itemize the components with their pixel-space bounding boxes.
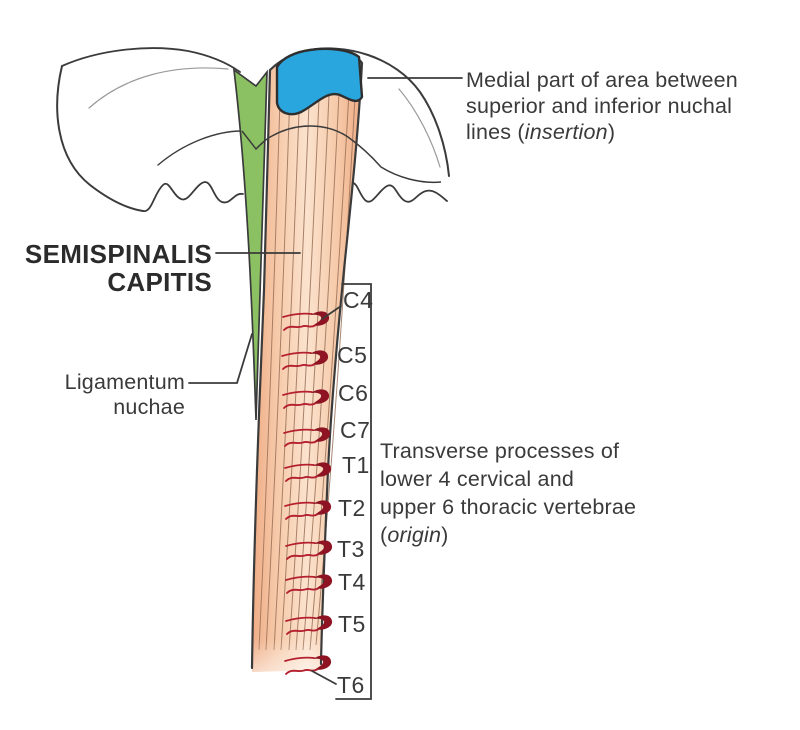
muscle-body-fill	[252, 49, 362, 672]
muscle-striations	[258, 50, 358, 651]
vertebra-label-c4: C4	[343, 287, 373, 313]
insertion-label-line1: Medial part of area between	[466, 68, 738, 92]
muscle-name-line1: SEMISPINALIS	[25, 239, 212, 269]
vertebra-label-c7: C7	[340, 417, 370, 443]
t6-leader-line	[311, 670, 337, 685]
inferior-nuchal-line-across	[241, 125, 442, 184]
ligament-label-line2: nuchae	[113, 395, 185, 419]
vertebra-label-t4: T4	[338, 569, 366, 595]
insertion-label-line3: lines (insertion)	[466, 120, 615, 144]
vertebra-label-t6: T6	[337, 672, 365, 698]
vertebra-label-t2: T2	[338, 495, 366, 521]
skull-left-outer-curve	[56, 65, 144, 212]
origin-label-line1: Transverse processes of	[380, 439, 619, 463]
ligament-label-leader-line	[188, 333, 253, 384]
skull-top-left-arc	[61, 47, 241, 73]
origin-label-line2: lower 4 cervical and	[380, 467, 574, 491]
skull-left-temporal-line	[88, 67, 229, 109]
insertion-label-line2: superior and inferior nuchal	[466, 94, 732, 118]
vertebrae-bracket	[335, 283, 372, 700]
vertebra-label-t1: T1	[342, 452, 370, 478]
origin-label-line3: upper 6 thoracic vertebrae	[380, 495, 636, 519]
skull-left-suture-wavy	[142, 181, 244, 212]
vertebra-label-c6: C6	[338, 380, 368, 406]
skull-left-inferior-nuchal-line	[157, 130, 243, 166]
origin-label-line4: (origin)	[380, 523, 449, 547]
skull-right-suture-wavy	[350, 182, 448, 203]
ligamentum-nuchae-shape	[232, 68, 268, 421]
vertebra-label-t3: T3	[337, 536, 365, 562]
c4-leader-line	[321, 305, 342, 320]
ligament-label-line1: Ligamentum	[65, 370, 185, 394]
insertion-area-shape	[275, 47, 364, 116]
vertebra-label-t5: T5	[338, 611, 366, 637]
skull-right-temporal-line	[398, 88, 441, 168]
muscle-name-line2: CAPITIS	[107, 267, 212, 297]
labels: SEMISPINALIS CAPITIS Ligamentum nuchae M…	[25, 68, 738, 698]
vertebra-label-c5: C5	[337, 342, 367, 368]
